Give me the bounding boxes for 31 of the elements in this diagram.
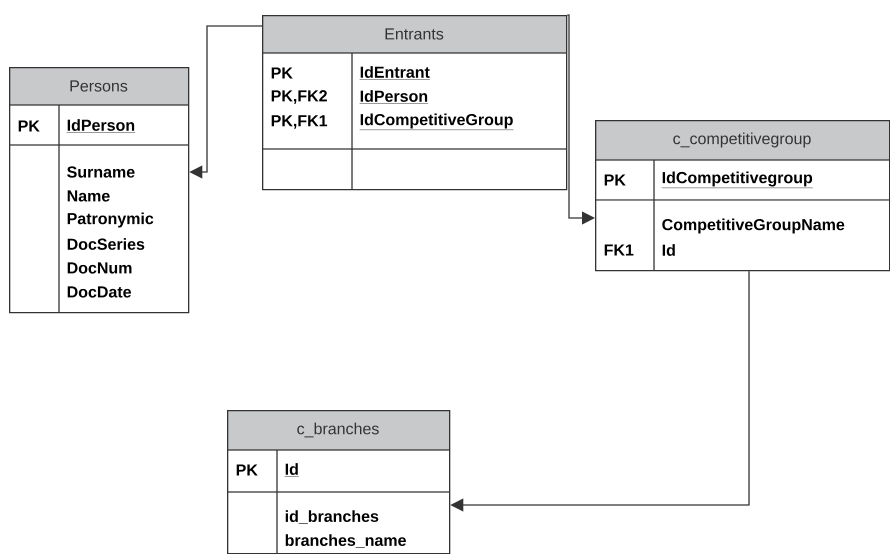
field-name: IdPerson [66,119,136,132]
entity-table [9,67,190,314]
field-name: IdEntrant [359,66,430,80]
entity-table [227,410,450,554]
table-title: c_competitivegroup [673,132,811,148]
entity-table [595,120,890,272]
entity-table [262,15,568,190]
key-label: PK [236,464,258,476]
key-label: PK,FK1 [272,115,328,129]
field-name: IdCompetitivegroup [661,172,813,188]
field-name: id_branches [286,510,378,524]
key-label: PK [272,68,293,78]
key-label: PK,FK2 [272,90,327,104]
table-title: c_branches [297,422,379,438]
field-name: Id [662,244,675,256]
field-name: Id [284,463,300,476]
field-name: IdPerson [359,90,428,104]
key-label: PK [18,120,40,132]
field-name: branches_name [286,534,406,548]
field-name: Surname [67,166,135,178]
field-name: DocSeries [68,238,144,250]
table-title: Persons [70,80,128,92]
field-name: Name [68,190,110,202]
field-name: IdCompetitiveGroup [359,114,514,130]
key-label: FK1 [604,244,634,256]
table-title: Entrants [386,28,444,40]
field-name: CompetitiveGroupName [662,218,844,234]
field-name: Patronymic [68,212,154,228]
field-name: DocDate [68,286,131,298]
field-name: DocNum [68,262,132,274]
key-label: PK [604,174,626,186]
